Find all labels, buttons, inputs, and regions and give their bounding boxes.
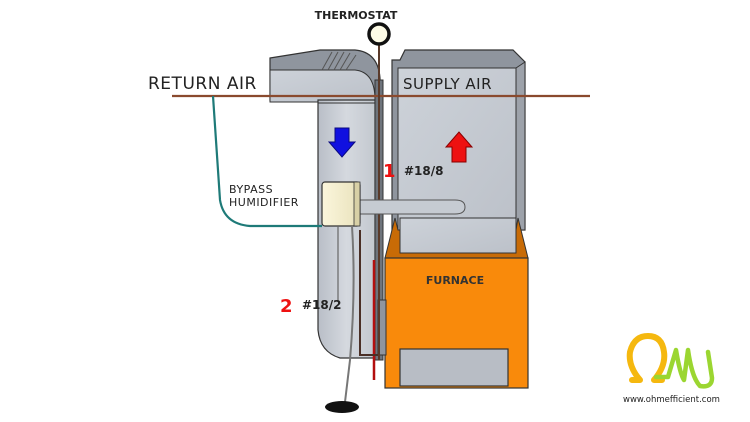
omega-icon bbox=[626, 333, 668, 383]
logo-url: www.ohmefficient.com bbox=[623, 395, 720, 405]
supply-air-label: SUPPLY AIR bbox=[403, 75, 492, 93]
down-arrow-icon bbox=[327, 127, 357, 158]
wire-1-number: 1 bbox=[383, 161, 396, 182]
wire-1-gauge: #18/8 bbox=[404, 164, 444, 178]
bypass-pipe bbox=[354, 199, 466, 215]
return-air-label: RETURN AIR bbox=[148, 74, 257, 94]
furnace-label: FURNACE bbox=[426, 274, 484, 287]
bypass-label-line2: HUMIDIFIER bbox=[229, 196, 299, 209]
thermostat-label: THERMOSTAT bbox=[315, 9, 398, 22]
wire-2-gauge: #18/2 bbox=[302, 298, 342, 312]
ohmefficient-logo: www.ohmefficient.com bbox=[623, 333, 720, 405]
up-arrow-icon bbox=[444, 131, 474, 163]
wire-2-number: 2 bbox=[280, 296, 293, 317]
water-supply-line bbox=[211, 95, 322, 228]
m-icon bbox=[653, 347, 715, 389]
furnace-cabinet bbox=[377, 217, 529, 389]
bypass-label-line1: BYPASS bbox=[229, 183, 273, 196]
bypass-humidifier bbox=[321, 181, 361, 413]
